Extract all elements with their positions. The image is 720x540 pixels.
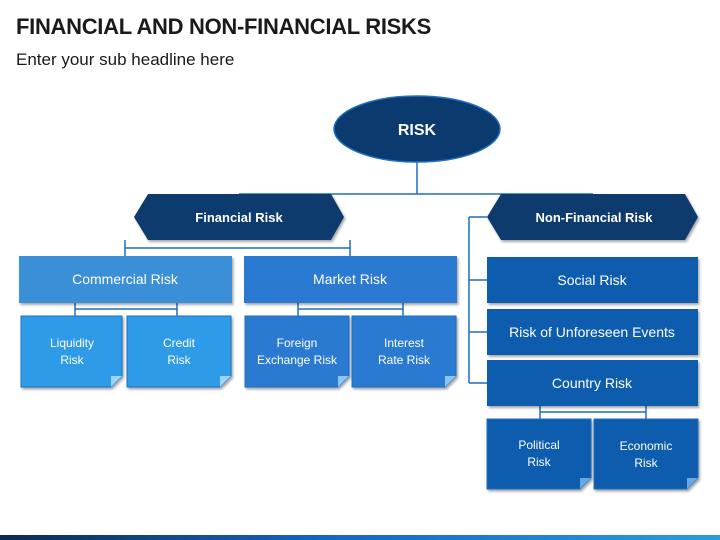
- liquidity-risk-line1: Liquidity: [50, 336, 94, 350]
- financial-risk-node: Financial Risk: [134, 194, 344, 240]
- credit-risk-node: Credit Risk: [126, 315, 232, 388]
- political-risk-line2: Risk: [527, 455, 551, 469]
- interest-rate-risk-line2: Rate Risk: [378, 353, 431, 367]
- social-risk-label: Social Risk: [557, 272, 627, 288]
- non-financial-risk-node: Non-Financial Risk: [487, 194, 698, 240]
- country-risk-node: Country Risk: [487, 360, 698, 406]
- financial-risk-label: Financial Risk: [195, 210, 283, 225]
- risk-root-node: RISK: [333, 95, 501, 163]
- political-risk-node: Political Risk: [486, 418, 592, 490]
- footer-accent-bar: [0, 535, 720, 540]
- commercial-risk-label: Commercial Risk: [72, 271, 179, 287]
- commercial-risk-node: Commercial Risk: [19, 256, 232, 303]
- country-risk-label: Country Risk: [552, 375, 633, 391]
- credit-risk-line1: Credit: [163, 336, 196, 350]
- economic-risk-line2: Risk: [634, 456, 658, 470]
- credit-risk-line2: Risk: [167, 353, 191, 367]
- foreign-exchange-risk-line1: Foreign: [277, 336, 318, 350]
- interest-rate-risk-line1: Interest: [384, 336, 425, 350]
- page-subtitle: Enter your sub headline here: [16, 50, 235, 69]
- foreign-exchange-risk-node: Foreign Exchange Risk: [244, 315, 350, 388]
- liquidity-risk-line2: Risk: [60, 353, 84, 367]
- liquidity-risk-node: Liquidity Risk: [20, 315, 123, 388]
- market-risk-node: Market Risk: [244, 256, 457, 303]
- non-financial-risk-label: Non-Financial Risk: [535, 210, 653, 225]
- page-title: FINANCIAL AND NON-FINANCIAL RISKS: [16, 14, 432, 39]
- economic-risk-node: Economic Risk: [593, 418, 699, 490]
- risk-root-label: RISK: [398, 122, 437, 139]
- interest-rate-risk-node: Interest Rate Risk: [351, 315, 457, 388]
- economic-risk-line1: Economic: [620, 439, 673, 453]
- foreign-exchange-risk-line2: Exchange Risk: [257, 353, 338, 367]
- political-risk-line1: Political: [518, 438, 559, 452]
- market-risk-label: Market Risk: [313, 271, 388, 287]
- social-risk-node: Social Risk: [487, 257, 698, 303]
- unforeseen-events-risk-node: Risk of Unforeseen Events: [487, 309, 698, 355]
- unforeseen-events-risk-label: Risk of Unforeseen Events: [509, 324, 675, 340]
